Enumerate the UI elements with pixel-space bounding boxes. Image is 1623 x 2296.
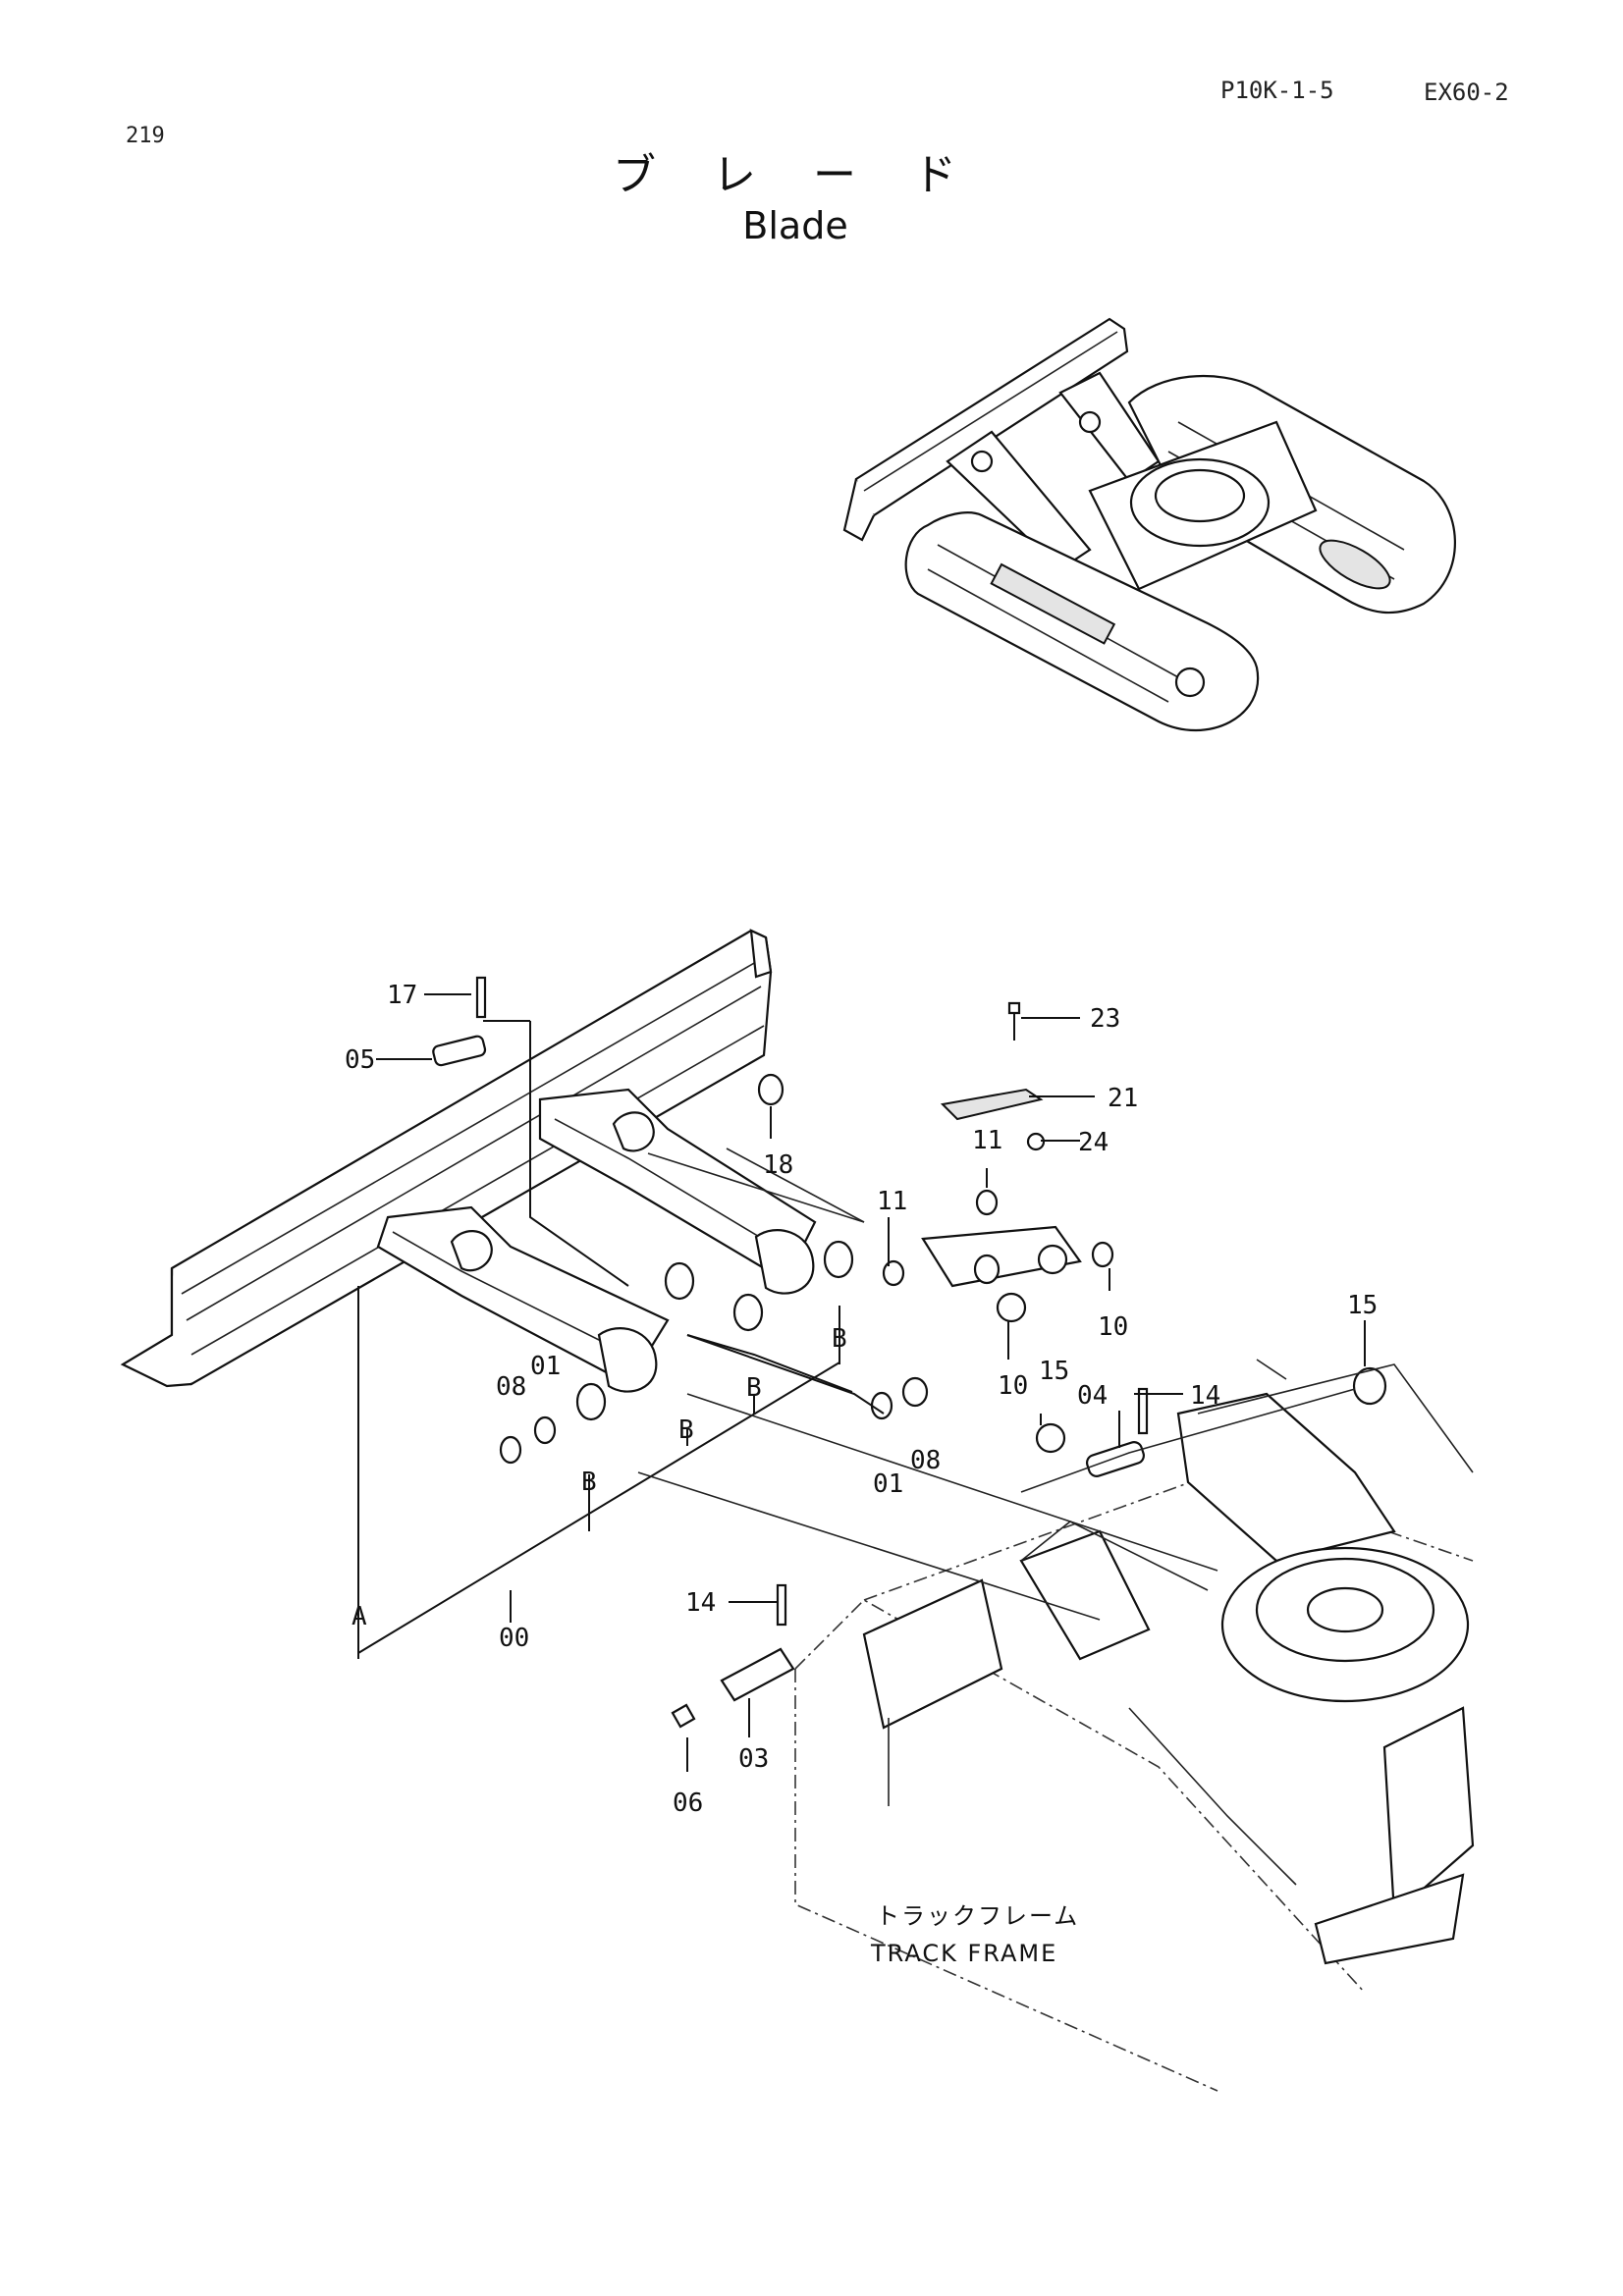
- callout-23: 23: [1090, 1004, 1120, 1034]
- track-frame-label-english: TRACK FRAME: [870, 1940, 1057, 1967]
- track-frame-label-japanese: トラックフレーム: [876, 1902, 1079, 1930]
- callout-01a: 01: [530, 1352, 561, 1381]
- ref-a: A: [352, 1602, 367, 1631]
- page-title-japanese: ブ レ ー ド: [613, 150, 978, 200]
- callout-06: 06: [673, 1789, 703, 1818]
- leader-lines: [357, 993, 1366, 1772]
- ref-b-1: B: [581, 1468, 597, 1497]
- callout-15b: 15: [1039, 1357, 1069, 1386]
- callout-08a: 08: [496, 1372, 526, 1402]
- page-number: 219: [126, 124, 165, 148]
- track-frame: [794, 1359, 1475, 2092]
- ref-b-4: B: [832, 1324, 847, 1354]
- model-code: EX60-2: [1424, 79, 1509, 106]
- ref-b-2: B: [678, 1415, 694, 1445]
- callout-18: 18: [763, 1150, 793, 1180]
- callout-11b: 11: [877, 1187, 907, 1216]
- ref-b-3: B: [746, 1373, 762, 1403]
- callout-21: 21: [1108, 1084, 1138, 1113]
- callout-14b: 14: [685, 1588, 716, 1618]
- catalog-code: P10K-1-5: [1220, 77, 1334, 104]
- callout-08b: 08: [910, 1446, 941, 1475]
- callout-10b: 10: [998, 1371, 1028, 1401]
- page-title-english: Blade: [742, 204, 848, 247]
- callout-04: 04: [1077, 1381, 1108, 1411]
- callout-17: 17: [387, 981, 417, 1010]
- callout-labels: 17 05 18 23 21 24 11 11 10 10 15 15 04 1…: [345, 981, 1378, 1967]
- callout-01b: 01: [873, 1469, 903, 1499]
- callout-11a: 11: [972, 1126, 1002, 1155]
- callout-14a: 14: [1190, 1381, 1220, 1411]
- blade-assembly: [120, 929, 1387, 1729]
- callout-03: 03: [738, 1744, 769, 1774]
- overview-illustration: [842, 317, 1456, 731]
- callout-10a: 10: [1098, 1312, 1128, 1342]
- callout-00: 00: [499, 1624, 529, 1653]
- callout-15a: 15: [1347, 1291, 1378, 1320]
- callout-05: 05: [345, 1045, 375, 1075]
- callout-24: 24: [1078, 1128, 1109, 1157]
